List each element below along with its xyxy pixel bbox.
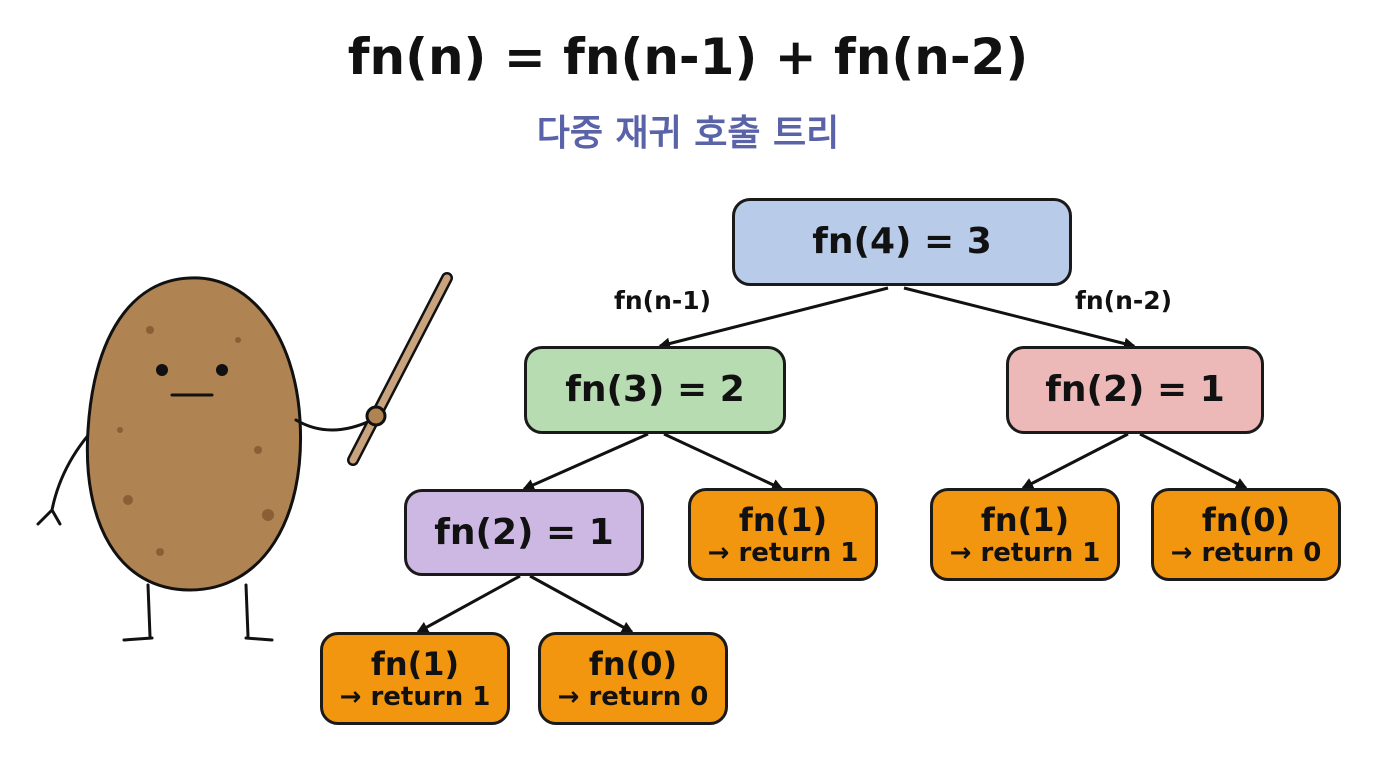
edge-n3-to-n2-left — [522, 432, 649, 491]
node-fn3: fn(3) = 2 — [524, 346, 786, 434]
node-fn1-c-return: → return 1 — [949, 537, 1101, 568]
node-fn1-a: fn(1) → return 1 — [688, 488, 878, 581]
edge-n2-right-to-n1-c — [1021, 432, 1129, 490]
node-fn3-label: fn(3) = 2 — [565, 369, 745, 410]
edge-label-left: fn(n-1) — [614, 286, 712, 315]
node-fn2-left: fn(2) = 1 — [404, 489, 644, 576]
node-fn1-b: fn(1) → return 1 — [320, 632, 510, 725]
edge-n2-left-to-n0-b — [529, 574, 634, 634]
diagram-subtitle: 다중 재귀 호출 트리 — [536, 113, 840, 154]
node-fn0-c-label: fn(0) — [1201, 500, 1291, 539]
node-fn1-b-label: fn(1) — [370, 644, 460, 683]
node-fn1-c: fn(1) → return 1 — [930, 488, 1120, 581]
edge-n2-right-to-n0-c — [1139, 432, 1248, 490]
node-root: fn(4) = 3 — [732, 198, 1072, 286]
edge-root-to-n3 — [658, 286, 889, 350]
potato-character — [36, 272, 453, 642]
node-fn0-b-label: fn(0) — [588, 644, 678, 683]
edge-n3-to-n1-a — [663, 432, 784, 491]
node-fn1-c-label: fn(1) — [980, 500, 1070, 539]
node-fn0-b: fn(0) → return 0 — [538, 632, 728, 725]
formula-title: fn(n) = fn(n-1) + fn(n-2) — [347, 28, 1029, 86]
node-fn2-right: fn(2) = 1 — [1006, 346, 1264, 434]
node-fn0-c-return: → return 0 — [1170, 537, 1322, 568]
node-root-label: fn(4) = 3 — [812, 221, 992, 262]
node-fn0-c: fn(0) → return 0 — [1151, 488, 1341, 581]
node-fn1-a-return: → return 1 — [707, 537, 859, 568]
node-fn1-b-return: → return 1 — [339, 681, 491, 712]
edge-label-right: fn(n-2) — [1075, 286, 1173, 315]
node-fn2-left-label: fn(2) = 1 — [434, 511, 614, 553]
node-fn2-right-label: fn(2) = 1 — [1045, 369, 1225, 410]
edge-root-to-n2-right — [903, 286, 1136, 350]
node-fn1-a-label: fn(1) — [738, 500, 828, 539]
edge-n2-left-to-n1-b — [416, 574, 521, 634]
node-fn0-b-return: → return 0 — [557, 681, 709, 712]
